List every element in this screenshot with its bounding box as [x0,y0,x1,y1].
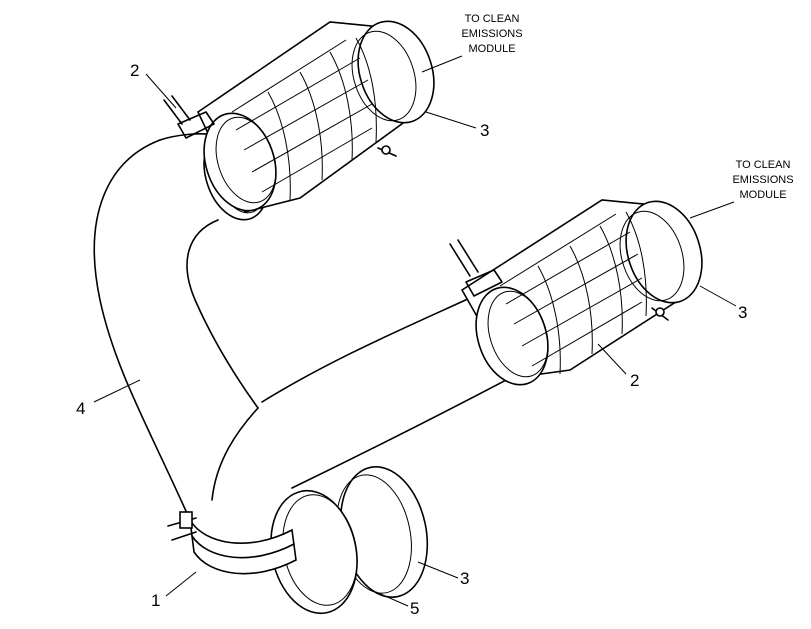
leader-lines [93,55,737,607]
callout-5: 5 [410,599,419,618]
note-right-line-2: EMISSIONS [732,174,793,186]
callout-3-bottom: 3 [460,569,469,588]
callout-1: 1 [151,591,160,610]
note-right: TO CLEAN EMISSIONS MODULE [732,159,793,201]
note-right-line-3: MODULE [739,189,786,201]
callout-3-right: 3 [738,303,747,322]
note-top: TO CLEAN EMISSIONS MODULE [461,13,522,55]
note-top-line-2: EMISSIONS [461,28,522,40]
callout-3-top: 3 [480,121,489,140]
callout-2-top: 2 [130,61,139,80]
note-top-line-3: MODULE [468,43,515,55]
callout-4: 4 [76,399,85,418]
canister-right [449,199,703,386]
note-top-line-1: TO CLEAN [465,13,520,25]
callout-2-right: 2 [630,371,639,390]
note-right-line-1: TO CLEAN [736,159,791,171]
canister-top [163,20,435,213]
lower-inlet-assembly [167,466,429,615]
